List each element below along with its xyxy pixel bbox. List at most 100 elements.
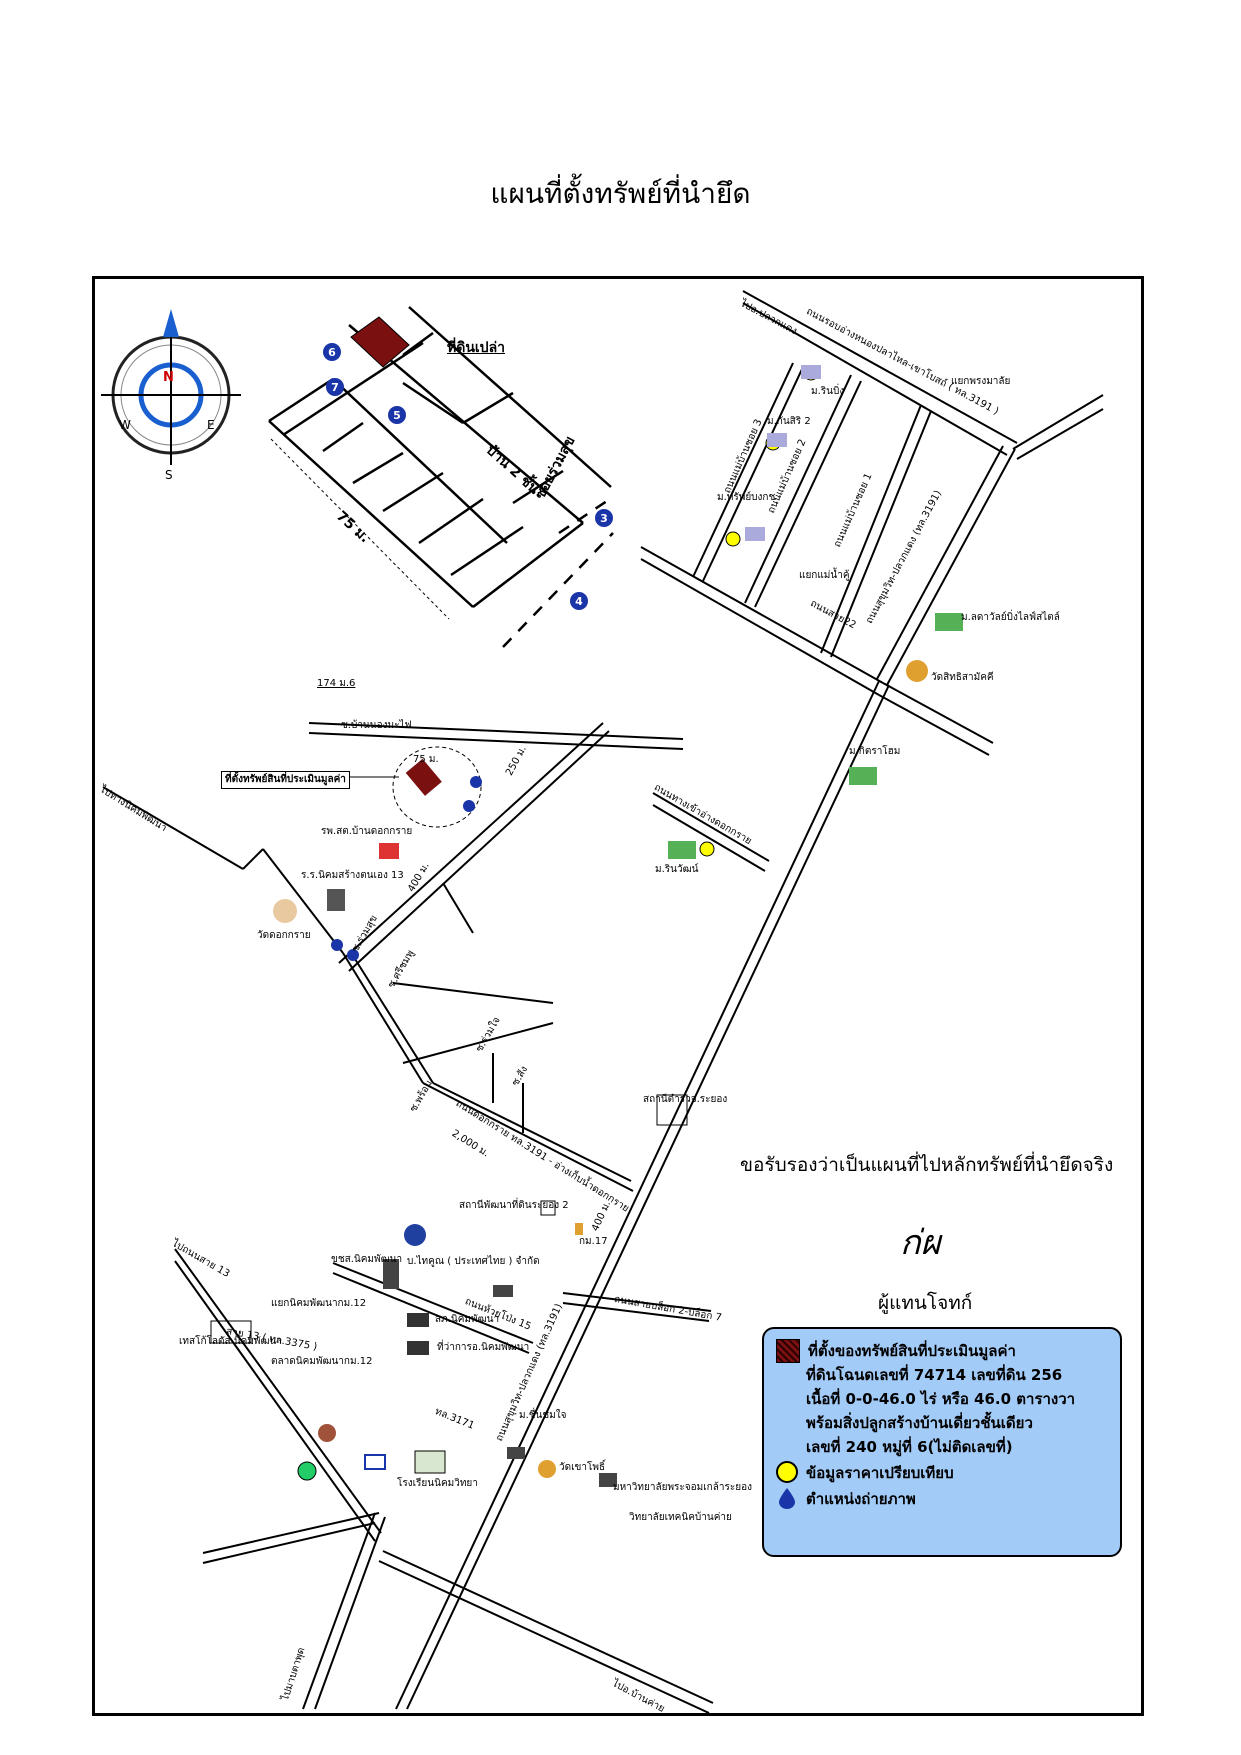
map-canvas: 6 7 5 3 4	[101, 290, 1104, 1713]
label-village-ladda: ม.ลดาวัลย์บิ่งไลฟ์สไตล์	[961, 612, 1060, 623]
label-junction-phon-yang: แยกพรงมาลัย	[951, 376, 1011, 387]
compass-n: N	[163, 370, 174, 385]
photo-num-7: 7	[331, 381, 339, 394]
label-post: สภ.นิคมพัฒนา	[435, 1314, 500, 1325]
road-main-right	[406, 684, 890, 1710]
label-school-bottom: โรงเรียนนิคมวิทยา	[397, 1478, 478, 1489]
legend-house-no: เลขที่ 240 หมู่ที่ 6(ไม่ติดเลขที่)	[806, 1438, 1013, 1456]
label-company: บ.ไทคูณ ( ประเทศไทย ) จำกัด	[407, 1256, 540, 1267]
police-station-box	[656, 1094, 688, 1126]
label-market: ตลาดนิคมพัฒนากม.12	[271, 1356, 373, 1367]
university-icon	[599, 1473, 617, 1487]
label-temple-bottom: วัดเขาโพธิ์	[559, 1462, 606, 1473]
temple-bottom-icon	[538, 1460, 556, 1478]
temple-right-icon	[906, 660, 928, 682]
compass-e: E	[207, 418, 215, 432]
label-km-17: กม.17	[579, 1236, 608, 1247]
legend-box: ที่ตั้งของทรัพย์สินที่ประเมินมูลค่า ที่ด…	[762, 1327, 1122, 1557]
label-soi-ban-nong-ma-fai: ซ.บ้านนองมะไฟ	[341, 720, 412, 731]
label-village-3: ม.ทรัพย์บงกช	[717, 492, 776, 503]
legend-deed: ที่ดินโฉนดเลขที่ 74714 เลขที่ดิน 256	[806, 1366, 1063, 1384]
label-school-13: ร.ร.นิคมสร้างตนเอง 13	[301, 870, 404, 881]
legend-photo-pos: ตำแหน่งถ่ายภาพ	[806, 1490, 916, 1508]
label-village-4: ม.รินวัฒน์	[655, 864, 699, 875]
label-district: ที่ว่าการอ.นิคมพัฒนา	[437, 1342, 530, 1353]
photo-marker-6	[323, 343, 341, 361]
representative-label: ผู้แทนโจทก์	[878, 1292, 973, 1314]
legend-row-location: ที่ตั้งของทรัพย์สินที่ประเมินมูลค่า	[776, 1339, 1110, 1363]
village-kittra-icon	[849, 767, 877, 785]
photo-num-3: 3	[600, 512, 608, 525]
company-icon	[493, 1285, 513, 1297]
label-village-kittra: ม.กิตราโฮม	[849, 746, 901, 757]
road-upper	[876, 445, 1004, 680]
label-village-1: ม.รินบิ่ง	[811, 386, 845, 397]
office-icon	[383, 1259, 399, 1289]
logo-icon	[297, 1461, 317, 1481]
label-junction-mae-nam: แยกแม่น้ำคู้	[799, 570, 850, 581]
photo-marker-5	[388, 406, 406, 424]
compass-rose	[101, 309, 241, 465]
label-college: วิทยาลัยเทคนิคบ้านค่าย	[629, 1512, 732, 1523]
label-university: มหาวิทยาลัยพระจอมเกล้าระยอง	[613, 1482, 752, 1493]
district-icon	[407, 1341, 429, 1355]
photo-marker-7	[326, 378, 344, 396]
photo-marker-3	[595, 509, 613, 527]
temple-left-icon	[273, 899, 297, 923]
label-village-2: ม.กันสิริ 2	[767, 416, 811, 427]
label-hospital: รพ.สต.บ้านดอกกราย	[321, 826, 413, 837]
signature: ก่ผ	[900, 1223, 941, 1263]
compass-s: S	[165, 468, 173, 482]
inset-plan	[268, 306, 614, 648]
label-dist-75: 75 ม.	[413, 754, 439, 765]
village-ladda-icon	[935, 613, 963, 631]
north-arrow-icon	[163, 309, 179, 337]
legend-area: เนื้อที่ 0-0-46.0 ไร่ หรือ 46.0 ตารางวา	[806, 1390, 1076, 1408]
legend-row-photo: ตำแหน่งถ่ายภาพ	[776, 1487, 1110, 1511]
property-lot-hatch	[350, 316, 410, 368]
property-hatch-icon	[776, 1339, 800, 1363]
photo-markers	[323, 343, 613, 961]
photo-num-6: 6	[328, 346, 336, 359]
ptt-icon	[364, 1454, 386, 1470]
bank-icon	[318, 1424, 336, 1442]
label-tesco: เทสโก้โลตัส นิคมพัฒนา	[179, 1336, 283, 1347]
photo-marker-4	[570, 592, 588, 610]
road-upper-r	[886, 448, 1016, 686]
certification-text: ขอรับรองว่าเป็นแผนที่ไปหลักทรัพย์ที่นำยึ…	[740, 1154, 1114, 1176]
photo-drop-icon	[779, 1488, 795, 1509]
village-2-icon	[767, 433, 787, 447]
village-1-icon	[801, 365, 821, 379]
map-frame: 6 7 5 3 4	[92, 276, 1144, 1716]
legend-row-comparison: ข้อมูลราคาเปรียบเทียบ	[776, 1461, 1110, 1485]
gas-station-icon	[404, 1224, 426, 1246]
compass-w: W	[119, 418, 131, 432]
page-title: แผนที่ตั้งทรัพย์ที่นำยึด	[490, 177, 751, 210]
shop-icon	[507, 1447, 525, 1459]
legend-building: พร้อมสิ่งปลูกสร้างบ้านเดี่ยวชั้นเดียว	[806, 1414, 1033, 1432]
label-land-dev: สถานีพัฒนาที่ดินระยอง 2	[459, 1200, 569, 1211]
label-shop: ม.ชื่นชมใจ	[519, 1410, 567, 1421]
school-bottom-icon	[414, 1450, 446, 1474]
road-main-left	[395, 680, 880, 1710]
property-callout-box: ที่ตั้งทรัพย์สินที่ประเมินมูลค่า	[221, 771, 350, 789]
label-vacant-land: ที่ดินเปล่า	[447, 340, 506, 356]
village-4-icon	[668, 841, 696, 859]
photo-num-5: 5	[393, 409, 401, 422]
comparison-dot-icon	[776, 1461, 798, 1483]
school-13-icon	[327, 889, 345, 911]
tesco-icon	[210, 1320, 252, 1344]
photo-num-4: 4	[575, 595, 583, 608]
label-nikhom-office: ขชส.นิคมพัฒนา	[331, 1254, 403, 1265]
map-icons	[210, 365, 963, 1487]
police-icon	[407, 1313, 429, 1327]
label-temple-left: วัดดอกกราย	[257, 930, 311, 941]
hospital-icon	[379, 843, 399, 859]
label-police-station: สถานีตำรวจ.ระยอง	[643, 1094, 728, 1105]
label-temple-right: วัดสิทธิสามัคคี	[931, 672, 994, 683]
label-house-174: 174 ม.6	[317, 678, 356, 689]
legend-location-title: ที่ตั้งของทรัพย์สินที่ประเมินมูลค่า	[808, 1342, 1016, 1360]
label-junction-12: แยกนิคมพัฒนากม.12	[271, 1298, 367, 1309]
km17-icon	[575, 1223, 583, 1235]
property-circle	[392, 746, 482, 828]
